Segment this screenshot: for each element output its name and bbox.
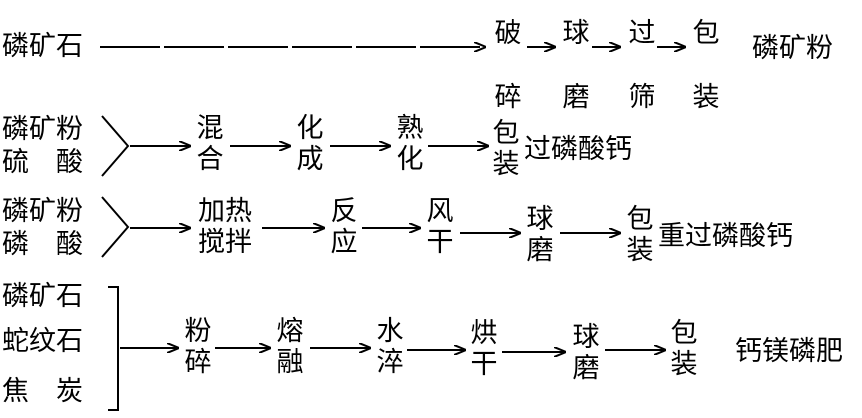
process-step: 反应: [330, 196, 358, 258]
input-material: 磷矿粉: [2, 114, 83, 145]
input-material: 磷矿石: [2, 281, 83, 312]
input-material: 磷 酸: [2, 229, 83, 260]
merge-bracket: [101, 196, 130, 258]
input-material: 焦 炭: [2, 376, 83, 407]
product: 钙镁磷肥: [735, 336, 843, 367]
product: 过磷酸钙: [524, 134, 632, 165]
process-step: 球磨: [562, 18, 590, 113]
process-step: 包装: [692, 18, 720, 113]
input-material: 磷矿粉: [2, 196, 83, 227]
process-step: 烘干: [470, 318, 498, 380]
merge-bracket: [108, 286, 119, 411]
process-step: 球磨: [572, 322, 600, 384]
process-step: 熔融: [276, 316, 304, 378]
product: 重过磷酸钙: [658, 221, 793, 252]
process-step: 包装: [626, 204, 654, 266]
process-step: 加热搅拌: [198, 196, 252, 258]
process-step: 混合: [196, 113, 224, 175]
process-step: 水淬: [376, 316, 404, 378]
process-step: 过筛: [628, 18, 656, 113]
process-step: 粉碎: [184, 316, 212, 378]
process-step: 破碎: [494, 18, 522, 113]
input-material: 蛇纹石: [2, 326, 83, 357]
process-step: 包装: [492, 118, 520, 180]
input-material: 硫 酸: [2, 147, 83, 178]
input-material: 磷矿石: [2, 31, 83, 62]
process-step: 包装: [670, 318, 698, 380]
process-step: 化成: [296, 113, 324, 175]
process-step: 熟化: [396, 113, 424, 175]
product: 磷矿粉: [752, 33, 833, 64]
merge-bracket: [101, 115, 130, 177]
process-step: 风干: [426, 196, 454, 258]
process-step: 球磨: [526, 204, 554, 266]
